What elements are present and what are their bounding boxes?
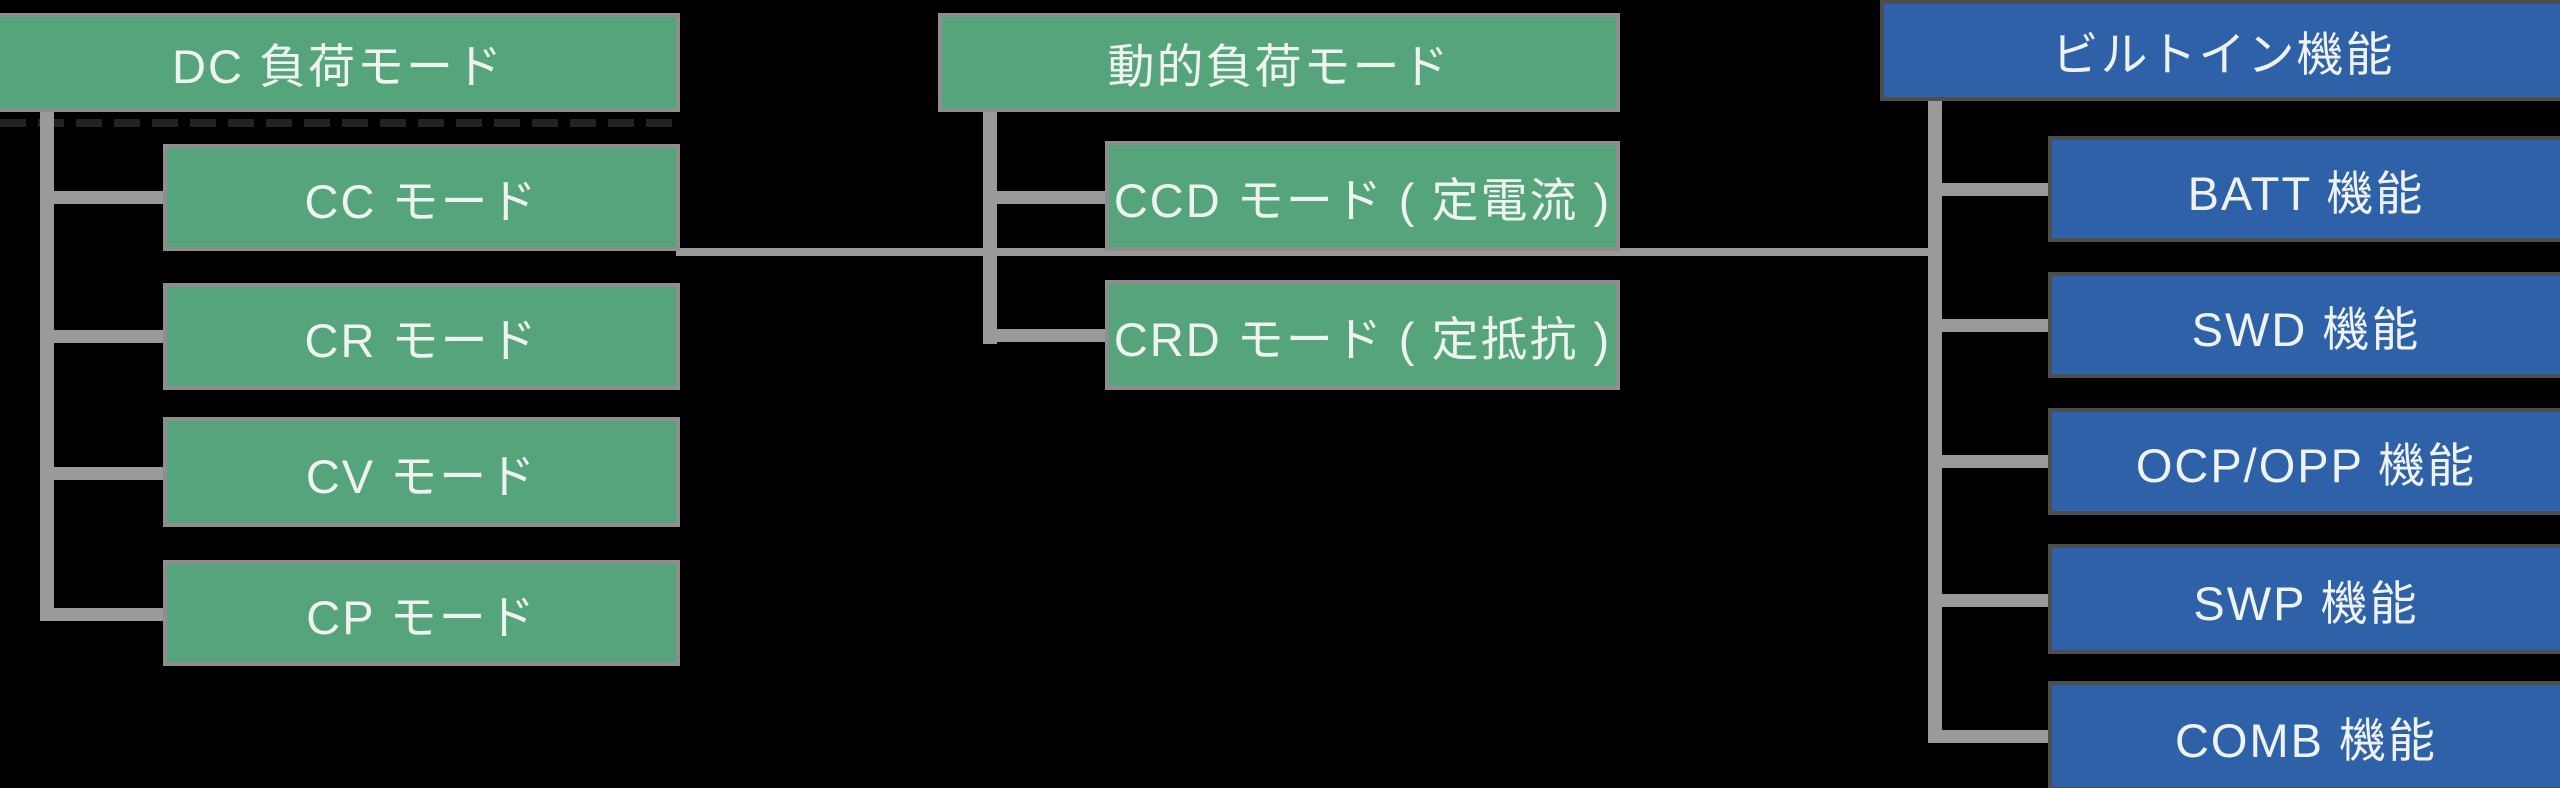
connector-dynamic-branch-2 [983, 329, 1105, 342]
node-swd-function: SWD 機能 [2048, 272, 2560, 378]
node-cc-mode: CC モード [163, 144, 680, 251]
connector-builtin-branch-2 [1928, 319, 2048, 332]
connector-dc-branch-2 [40, 330, 163, 343]
node-swp-function: SWP 機能 [2048, 544, 2560, 654]
connector-cross-link [676, 248, 1942, 256]
node-dynamic-load-mode-header: 動的負荷モード [938, 13, 1620, 112]
node-cr-mode: CR モード [163, 283, 680, 390]
node-ccd-mode: CCD モード ( 定電流 ) [1105, 141, 1620, 251]
connector-dynamic-trunk [983, 106, 997, 344]
connector-builtin-branch-3 [1928, 455, 2048, 468]
node-cv-mode: CV モード [163, 417, 680, 527]
connector-builtin-branch-5 [1928, 730, 2048, 743]
connector-builtin-trunk [1928, 97, 1942, 743]
connector-dynamic-branch-1 [983, 191, 1105, 204]
node-dc-load-mode-header: DC 負荷モード [0, 13, 680, 112]
node-built-in-functions-header: ビルトイン機能 [1880, 0, 2560, 101]
node-crd-mode: CRD モード ( 定抵抗 ) [1105, 280, 1620, 390]
connector-builtin-branch-4 [1928, 594, 2048, 607]
dashed-artifact-line [0, 119, 676, 127]
connector-dc-branch-4 [40, 608, 163, 621]
connector-dc-trunk [40, 106, 54, 621]
connector-dc-branch-3 [40, 467, 163, 480]
node-cp-mode: CP モード [163, 560, 680, 666]
node-ocp-opp-function: OCP/OPP 機能 [2048, 408, 2560, 515]
node-comb-function: COMB 機能 [2048, 681, 2560, 788]
node-batt-function: BATT 機能 [2048, 136, 2560, 242]
connector-builtin-branch-1 [1928, 183, 2048, 196]
connector-dc-branch-1 [40, 191, 163, 204]
